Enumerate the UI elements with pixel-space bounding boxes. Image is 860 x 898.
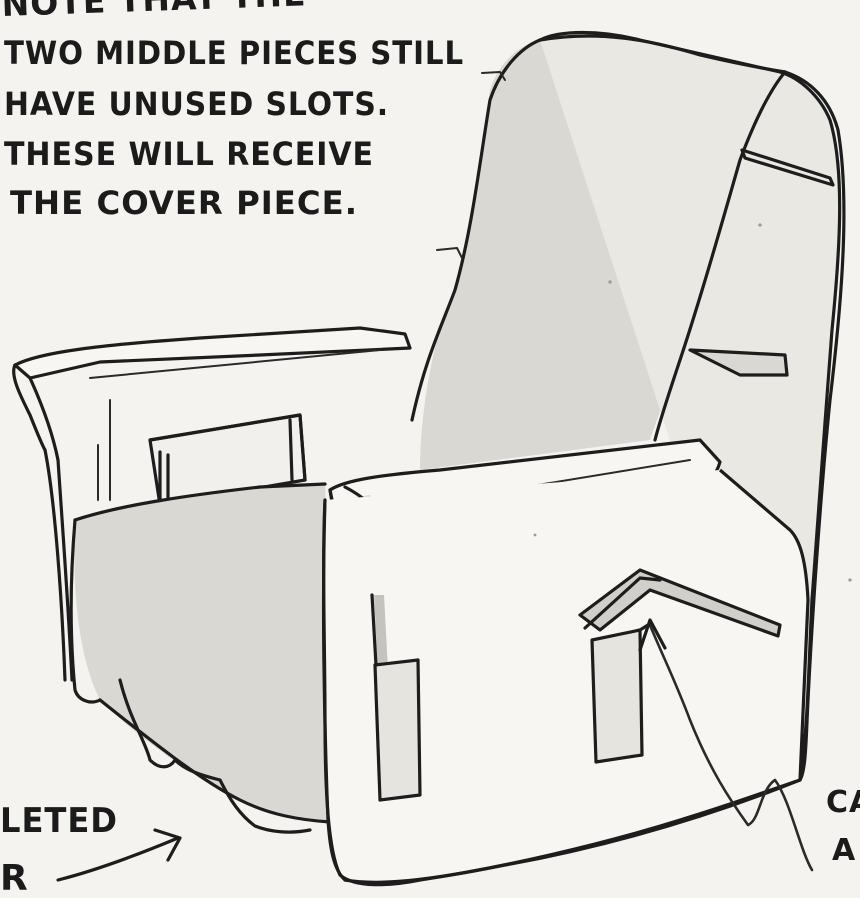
right-label: CA A — [826, 785, 860, 868]
note-line-1: NOTE THAT THE — [1, 0, 307, 24]
note-line-5: THE COVER PIECE. — [10, 184, 358, 222]
left-side-panel — [71, 484, 330, 832]
note-line-3: HAVE UNUSED SLOTS. — [4, 85, 389, 123]
right-label-line-2: A — [832, 833, 856, 868]
left-label-line-2: R — [0, 858, 29, 898]
note-line-4: THESE WILL RECEIVE — [4, 135, 374, 173]
right-label-line-1: CA — [826, 785, 860, 820]
left-label-line-1: LETED — [0, 801, 118, 841]
front-side-panel — [324, 470, 808, 885]
note-line-2: TWO MIDDLE PIECES STILL — [4, 34, 464, 72]
assembly-note: NOTE THAT THE TWO MIDDLE PIECES STILL HA… — [1, 0, 464, 222]
left-label: LETED R — [0, 801, 118, 898]
